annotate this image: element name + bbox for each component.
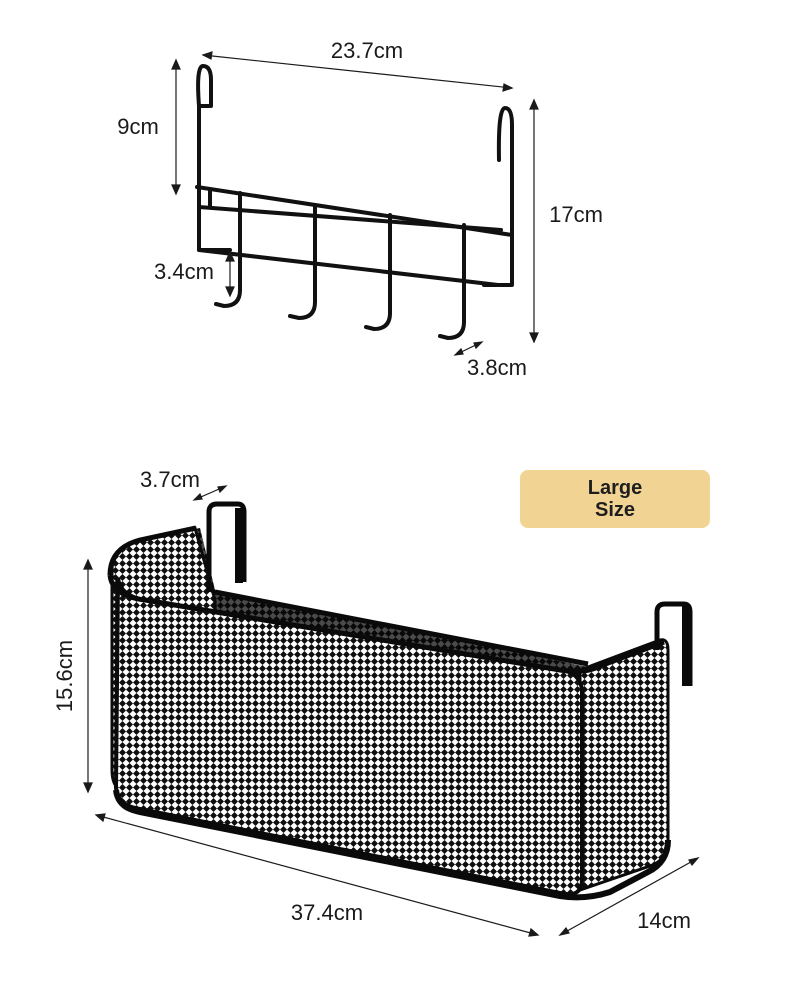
size-badge-line2: Size (594, 499, 636, 521)
rack-hook-depth-label: 9cm (117, 114, 159, 139)
mesh-basket (107, 501, 693, 901)
hook-rack (195, 64, 514, 340)
rack-hook-length-label: 3.4cm (154, 259, 214, 284)
rack-hook-spacing-label: 3.8cm (467, 355, 527, 380)
basket-length-label: 37.4cm (291, 900, 363, 925)
basket-height-label: 15.6cm (52, 640, 77, 712)
size-badge: Large Size (520, 470, 710, 528)
rack-width-label: 23.7cm (331, 38, 403, 63)
basket-hook-width-label: 3.7cm (140, 467, 200, 492)
rack-total-height-label: 17cm (549, 202, 603, 227)
basket-dimension-lines (83, 485, 700, 937)
hook-rack-dimension-lines (171, 51, 539, 356)
size-badge-line1: Large (587, 477, 643, 499)
basket-depth-label: 14cm (637, 908, 691, 933)
